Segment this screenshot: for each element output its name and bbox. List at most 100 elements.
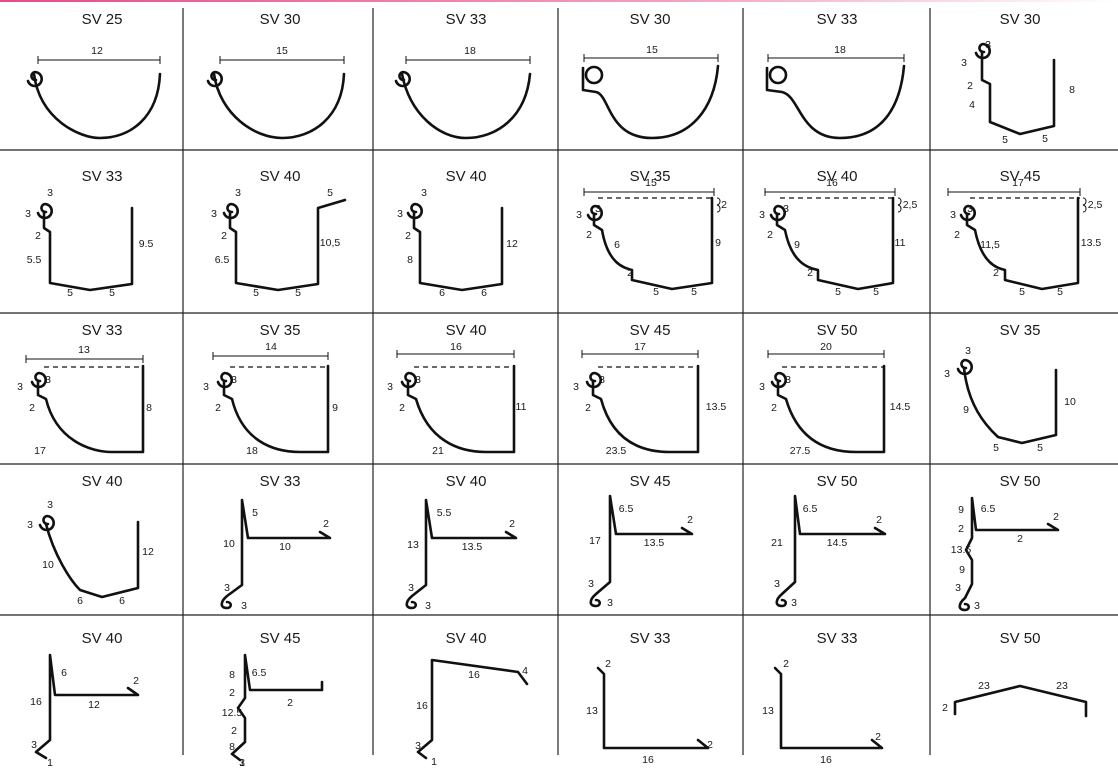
dimension-line — [897, 197, 902, 213]
gutter-profile-outline — [953, 684, 1088, 718]
dimension-label: 2 — [399, 402, 405, 414]
dimension-label: 2 — [967, 80, 973, 92]
dimension-label: 20 — [820, 341, 832, 353]
gutter-profile-outline — [222, 198, 347, 292]
gutter-profile-outline — [596, 666, 710, 750]
profile-title: SV 50 — [1000, 630, 1041, 647]
dimension-label: 2 — [509, 518, 515, 530]
dimension-label: 3 — [397, 208, 403, 220]
gutter-profile-outline — [26, 70, 162, 140]
profile-title: SV 50 — [817, 322, 858, 339]
dimension-label: 2 — [29, 402, 35, 414]
dimension-label: 13 — [78, 344, 90, 356]
dimension-label: 8 — [407, 254, 413, 266]
profile-title: SV 40 — [260, 168, 301, 185]
dimension-label: 16 — [820, 754, 832, 766]
dimension-label: 10 — [223, 538, 235, 550]
dimension-label: 8 — [1069, 84, 1075, 96]
dimension-label: 5 — [1042, 133, 1048, 145]
dimension-label: 16 — [642, 754, 654, 766]
dimension-label: 5 — [835, 286, 841, 298]
profile-title: SV 30 — [260, 11, 301, 28]
dimension-label: 2 — [323, 518, 329, 530]
dimension-label: 5 — [109, 287, 115, 299]
dimension-label: 3 — [759, 209, 765, 221]
dimension-label: 5 — [1037, 442, 1043, 454]
dimension-label: 3 — [17, 381, 23, 393]
gutter-profile-outline — [230, 653, 324, 762]
dimension-label: 3 — [965, 345, 971, 357]
dimension-label: 6 — [61, 667, 67, 679]
gutter-profile-outline — [581, 64, 720, 140]
gutter-profile-outline — [30, 364, 145, 454]
dimension-label: 23.5 — [606, 445, 627, 457]
dimension-label: 2,5 — [903, 199, 918, 211]
gutter-profile-outline — [416, 658, 529, 760]
dimension-label: 5 — [993, 442, 999, 454]
gutter-profile-outline — [34, 653, 140, 760]
dimension-label: 10,5 — [320, 237, 341, 249]
dimension-label: 17 — [1012, 177, 1024, 189]
dimension-label: 13.5 — [951, 544, 972, 556]
dimension-label: 11 — [895, 237, 906, 249]
dimension-label: 14.5 — [890, 401, 911, 413]
gutter-profile-outline — [589, 494, 694, 608]
dimension-label: 12 — [142, 546, 154, 558]
gutter-profile-outline — [206, 70, 346, 140]
profile-cell: SV 30 15 — [206, 11, 346, 140]
dimension-label: 3 — [231, 374, 237, 386]
dimension-label: 13.5 — [1081, 237, 1102, 249]
dimension-label: 3 — [47, 499, 53, 511]
dimension-line — [1082, 197, 1087, 213]
dimension-label: 2 — [586, 229, 592, 241]
profile-title: SV 33 — [817, 630, 858, 647]
dimension-label: 16 — [468, 669, 480, 681]
profile-title: SV 33 — [630, 630, 671, 647]
dimension-label: 15 — [276, 45, 288, 57]
dimension-label: 5 — [253, 287, 259, 299]
profile-title: SV 25 — [82, 11, 123, 28]
dimension-label: 12.5 — [222, 707, 243, 719]
dimension-label: 5 — [691, 286, 697, 298]
dimension-label: 3 — [961, 57, 967, 69]
dimension-label: 2 — [627, 267, 633, 279]
profile-title: SV 50 — [1000, 473, 1041, 490]
dimension-line — [767, 54, 905, 62]
dimension-label: 15 — [645, 177, 657, 189]
dimension-label: 2 — [215, 402, 221, 414]
gutter-profile-outline — [770, 364, 886, 454]
dimension-label: 3 — [588, 578, 594, 590]
dimension-label: 9 — [332, 402, 338, 414]
gutter-profile-outline — [406, 202, 504, 292]
profile-title: SV 40 — [82, 630, 123, 647]
dimension-label: 5 — [653, 286, 659, 298]
gutter-profile-outline — [765, 64, 906, 140]
dimension-label: 6.5 — [215, 254, 230, 266]
dimension-label: 18 — [246, 445, 258, 457]
dimension-label: 2,5 — [1088, 199, 1103, 211]
dimension-label: 3 — [783, 203, 789, 215]
gutter-profile-outline — [586, 196, 714, 291]
dimension-label: 3 — [985, 39, 991, 51]
gutter-profile-outline — [216, 364, 330, 454]
dimension-label: 5 — [295, 287, 301, 299]
dimension-label: 6 — [439, 287, 445, 299]
dimension-line — [219, 56, 345, 64]
dimension-label: 2 — [783, 658, 789, 670]
dimension-label: 3 — [967, 203, 973, 215]
dimension-label: 3 — [45, 374, 51, 386]
dimension-label: 2 — [585, 402, 591, 414]
dimension-label: 23 — [1056, 680, 1068, 692]
profile-title: SV 50 — [817, 473, 858, 490]
